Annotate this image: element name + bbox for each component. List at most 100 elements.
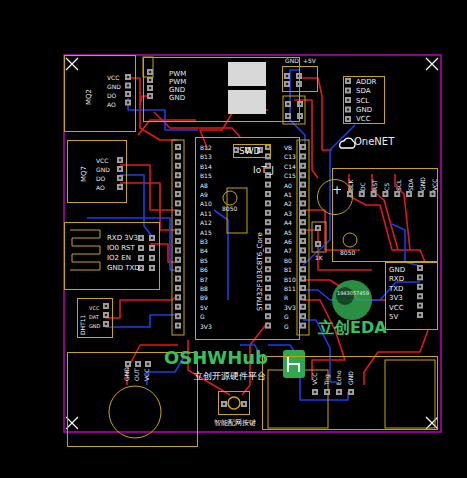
pad bbox=[359, 191, 365, 197]
pad-hole bbox=[267, 315, 270, 318]
pad bbox=[265, 229, 271, 235]
pad-hole bbox=[119, 177, 122, 180]
pad bbox=[417, 274, 423, 280]
pad bbox=[125, 74, 131, 80]
silkscreen-text: DHT11 bbox=[80, 315, 86, 335]
pad bbox=[300, 266, 306, 272]
pad bbox=[147, 69, 153, 75]
pad-hole bbox=[286, 75, 289, 78]
pad-hole bbox=[151, 267, 154, 270]
pad bbox=[175, 276, 181, 282]
pad-hole bbox=[177, 146, 180, 149]
pad bbox=[149, 255, 155, 261]
pad bbox=[300, 285, 306, 291]
pad bbox=[175, 153, 181, 159]
pad bbox=[175, 163, 181, 169]
lceda-logo bbox=[332, 280, 372, 320]
pad bbox=[265, 304, 271, 310]
silkscreen-text: OneNET bbox=[354, 137, 394, 147]
pad bbox=[265, 313, 271, 319]
pad bbox=[265, 266, 271, 272]
pad bbox=[265, 238, 271, 244]
pad bbox=[265, 285, 271, 291]
pin-label: B4 bbox=[200, 248, 208, 254]
pad bbox=[300, 144, 306, 150]
pad bbox=[149, 265, 155, 271]
pad-hole bbox=[119, 168, 122, 171]
pad-hole bbox=[267, 306, 270, 309]
sensor-dome bbox=[109, 386, 161, 438]
wifi-module: RXD 3V3IO0 RSTIO2 ENGND TXD bbox=[64, 222, 160, 290]
pin-label: C13 bbox=[284, 154, 296, 160]
pin-label: A12 bbox=[200, 220, 212, 226]
pad-hole bbox=[347, 118, 350, 121]
silkscreen-label: 立创EDA bbox=[318, 320, 387, 336]
pad-hole bbox=[302, 165, 305, 168]
pad-hole bbox=[151, 257, 154, 260]
silkscreen-text: GND bbox=[356, 107, 372, 114]
pad-hole bbox=[302, 183, 305, 186]
pad bbox=[394, 191, 400, 197]
pad-hole bbox=[267, 277, 270, 280]
pad-hole bbox=[177, 296, 180, 299]
pad bbox=[300, 304, 306, 310]
pad bbox=[125, 100, 131, 106]
pad bbox=[103, 312, 109, 318]
copper-traces bbox=[87, 70, 428, 400]
pad-hole bbox=[302, 249, 305, 252]
pad-hole bbox=[350, 391, 353, 394]
display-header: BLKDCRSTCSSCLSDAGNDVCC bbox=[332, 168, 438, 262]
pad-hole bbox=[326, 391, 329, 394]
silkscreen-text: Trig bbox=[324, 374, 330, 385]
pad bbox=[125, 83, 131, 89]
silkscreen-outlines bbox=[70, 57, 435, 428]
sensor-module: MQ2VCCGNDDOAO bbox=[64, 55, 136, 132]
pad-hole bbox=[267, 146, 270, 149]
pin-label: A10 bbox=[200, 201, 212, 207]
oled-header: ADDRSDASCLGNDVCC bbox=[343, 76, 385, 124]
pad bbox=[265, 257, 271, 263]
pad bbox=[315, 241, 321, 247]
pad bbox=[138, 235, 144, 241]
pad-hole bbox=[149, 87, 152, 90]
silkscreen-text: TXD bbox=[389, 286, 403, 293]
pad-hole bbox=[105, 323, 108, 326]
board-outline bbox=[64, 55, 441, 432]
pad-hole bbox=[347, 108, 350, 111]
pad-hole bbox=[267, 296, 270, 299]
pad-hole bbox=[302, 240, 305, 243]
power-header: GND+5V bbox=[282, 66, 318, 92]
pad-hole bbox=[267, 268, 270, 271]
pad bbox=[406, 191, 412, 197]
onenet-cloud bbox=[340, 138, 355, 148]
pad bbox=[175, 182, 181, 188]
pad-hole bbox=[177, 240, 180, 243]
mounting-holes bbox=[66, 58, 438, 429]
pad-hole bbox=[177, 202, 180, 205]
pad-hole bbox=[302, 259, 305, 262]
pad-hole bbox=[302, 296, 305, 299]
silkscreen-label: 立创开源硬件平台 bbox=[194, 372, 266, 381]
silkscreen-text: 智能配网按键 bbox=[214, 420, 256, 427]
relay-terminals bbox=[228, 62, 266, 114]
silkscreen-text: GND bbox=[89, 324, 100, 329]
silkscreen-text: DAT bbox=[89, 315, 99, 320]
pin-label: B11 bbox=[284, 286, 296, 292]
pad bbox=[371, 191, 377, 197]
pad bbox=[296, 81, 302, 87]
pad-hole bbox=[177, 165, 180, 168]
pad bbox=[265, 276, 271, 282]
pad-hole bbox=[149, 95, 152, 98]
silkscreen-text: MQ2 bbox=[86, 89, 93, 105]
silkscreen-text: VCC bbox=[89, 306, 99, 311]
pin-label: A9 bbox=[200, 192, 208, 198]
pad bbox=[315, 225, 321, 231]
silkscreen-text: GND bbox=[124, 367, 130, 381]
pad-hole bbox=[267, 324, 270, 327]
pad-hole bbox=[127, 363, 130, 366]
pad-hole bbox=[419, 295, 422, 298]
pad bbox=[345, 107, 351, 113]
pad bbox=[417, 312, 423, 318]
pin-label: A8 bbox=[200, 183, 208, 189]
pad-hole bbox=[347, 89, 350, 92]
